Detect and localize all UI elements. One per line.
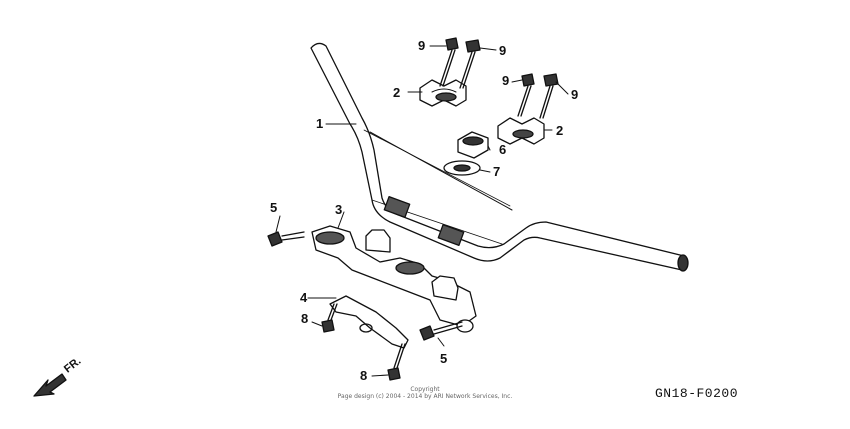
callout-9: 9 — [499, 43, 507, 58]
copyright-notice: Copyright Page design (c) 2004 - 2014 by… — [300, 386, 550, 400]
copyright-line-2: Page design (c) 2004 - 2014 by ARI Netwo… — [337, 393, 513, 400]
indicator-plate — [329, 295, 409, 349]
callout-5: 5 — [440, 351, 448, 366]
callout-2: 2 — [556, 123, 564, 138]
callout-7: 7 — [493, 164, 501, 179]
copyright-line-1: Copyright — [410, 386, 440, 393]
bolt-right — [419, 321, 463, 341]
callout-4: 4 — [300, 290, 308, 305]
stem-nut — [457, 131, 489, 159]
callout-2: 2 — [393, 85, 401, 100]
callout-9: 9 — [502, 73, 510, 88]
lower-holder — [311, 225, 477, 333]
upper-holder-left — [419, 79, 467, 107]
callout-3: 3 — [335, 202, 343, 217]
callout-1: 1 — [316, 116, 324, 131]
bolt-left — [267, 231, 305, 247]
callout-6: 6 — [499, 142, 507, 157]
diagram-code: GN18-F0200 — [655, 386, 739, 401]
washer — [443, 160, 481, 176]
callout-8: 8 — [301, 311, 309, 326]
callout-9: 9 — [571, 87, 579, 102]
front-direction-arrow — [33, 373, 67, 397]
bolts-lower — [321, 303, 406, 381]
leader-lines — [275, 45, 569, 377]
callout-8: 8 — [360, 368, 368, 383]
bolts-upper — [439, 37, 559, 119]
callout-5: 5 — [270, 200, 278, 215]
upper-holder-right — [497, 117, 545, 145]
callout-9: 9 — [418, 38, 426, 53]
handlebar — [310, 42, 689, 272]
